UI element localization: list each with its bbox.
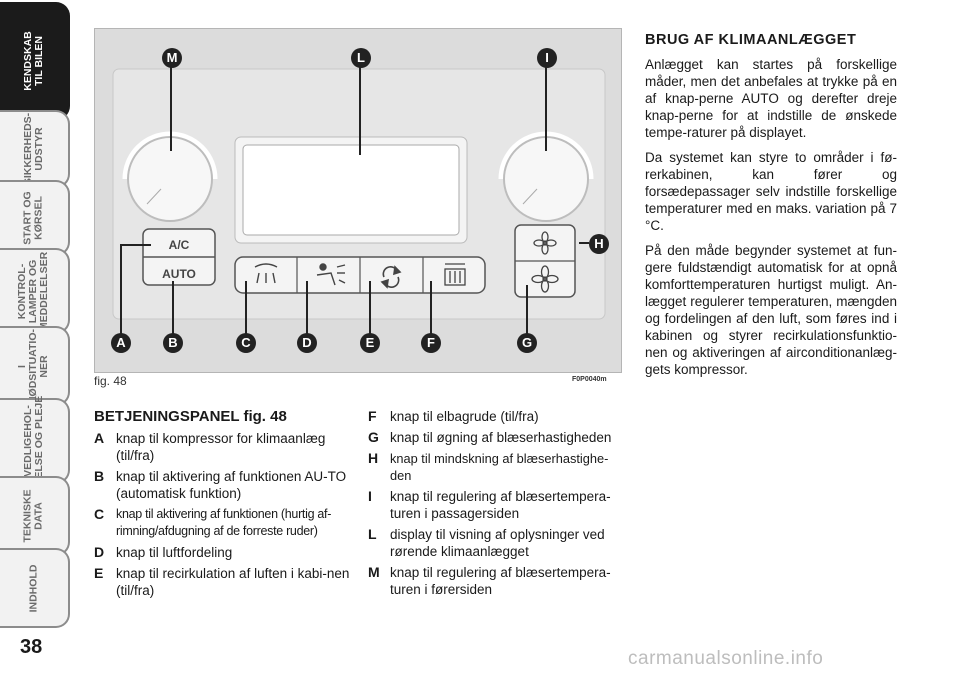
legend-text: knap til elbagrude (til/fra) xyxy=(390,409,539,424)
callout-g: G xyxy=(517,333,537,353)
tab-tekniske-data[interactable]: TEKNISKE DATA xyxy=(0,476,70,556)
fan-increase-icon[interactable] xyxy=(531,265,559,293)
legend-text: knap til regulering af blæsertempera-tur… xyxy=(390,565,611,597)
legend-key: L xyxy=(368,526,377,542)
legend-text: knap til recirkulation af luften i kabi-… xyxy=(116,566,350,598)
tab-noedsituationer[interactable]: I NØDSITUATIO- NER xyxy=(0,326,70,406)
tab-start-og-koersel[interactable]: START OG KØRSEL xyxy=(0,180,70,256)
callout-d: D xyxy=(297,333,317,353)
article: BRUG AF KLIMAANLÆGGET Anlægget kan start… xyxy=(645,32,897,386)
tab-label: SIKKERHEDS- UDSTYR xyxy=(22,112,45,186)
legend-key: D xyxy=(94,544,105,560)
legend-key: C xyxy=(94,506,105,522)
figure-code: F0P0040m xyxy=(572,376,607,383)
legend-key: A xyxy=(94,430,105,446)
article-paragraph: Da systemet kan styre to områder i fø-re… xyxy=(645,150,897,233)
tab-vedligeholdelse[interactable]: VEDLIGEHOL- DELSE OG PLEJE xyxy=(0,395,70,487)
article-title: BRUG AF KLIMAANLÆGGET xyxy=(645,32,857,48)
ac-button[interactable]: A/C xyxy=(169,238,190,252)
callout-l: L xyxy=(351,48,371,68)
callout-c: C xyxy=(236,333,256,353)
legend-key: I xyxy=(368,488,372,504)
callout-m: M xyxy=(162,48,182,68)
climate-panel-illustration: A/C AUTO xyxy=(112,67,606,335)
figure-caption: fig. 48 xyxy=(94,374,127,388)
tab-kendskab-til-bilen[interactable]: KENDSKAB TIL BILEN xyxy=(0,2,70,120)
legend-text: display til visning af oplysninger ved r… xyxy=(390,527,605,559)
tab-label: START OG KØRSEL xyxy=(21,191,45,245)
climate-panel-figure: A/C AUTO xyxy=(94,28,622,373)
watermark: carmanualsonline.info xyxy=(628,648,824,669)
legend-text: knap til regulering af blæsertempera-tur… xyxy=(390,489,611,521)
legend-key: E xyxy=(94,565,104,581)
callout-h: H xyxy=(589,234,609,254)
tab-label: INDHOLD xyxy=(27,564,40,612)
legend-text: knap til mindskning af blæserhastighe-de… xyxy=(390,451,609,483)
tab-label: VEDLIGEHOL- DELSE OG PLEJE xyxy=(22,395,46,487)
display-inner xyxy=(242,144,460,236)
tab-label: TEKNISKE DATA xyxy=(22,489,45,543)
callout-a: A xyxy=(111,333,131,353)
callout-i: I xyxy=(537,48,557,68)
rear-defrost-icon[interactable] xyxy=(444,263,466,286)
page-number: 38 xyxy=(20,636,43,658)
legend-key: G xyxy=(368,429,379,445)
legend-text: knap til luftfordeling xyxy=(116,545,233,560)
tab-kontrollamper[interactable]: KONTROL- LAMPER OG MEDDELELSER xyxy=(0,248,70,334)
knob-marker-left xyxy=(146,188,162,205)
callout-b: B xyxy=(163,333,183,353)
legend-text: knap til kompressor for klimaanlæg (til/… xyxy=(116,431,326,463)
legend-text: knap til aktivering af funktionen AU-TO … xyxy=(116,469,347,501)
legend-text: knap til aktivering af funktionen (hurti… xyxy=(116,507,332,538)
tab-label: I NØDSITUATIO- NER xyxy=(16,328,51,404)
legend-key: H xyxy=(368,450,379,466)
recirculation-icon[interactable] xyxy=(380,265,402,289)
legend-text: knap til øgning af blæserhastigheden xyxy=(390,430,612,445)
callout-e: E xyxy=(360,333,380,353)
tab-label: KONTROL- LAMPER OG MEDDELELSER xyxy=(16,251,51,331)
article-paragraph: På den måde begynder systemet at fun-ger… xyxy=(645,243,897,377)
knob-marker-right xyxy=(522,188,538,205)
legend-key: B xyxy=(94,468,105,484)
article-paragraph: Anlægget kan startes på forskellige måde… xyxy=(645,57,897,140)
legend-key: M xyxy=(368,564,380,580)
tab-label: KENDSKAB TIL BILEN xyxy=(21,31,45,91)
fan-decrease-icon[interactable] xyxy=(533,231,557,255)
callout-lines xyxy=(120,67,589,335)
front-defrost-icon[interactable] xyxy=(254,263,278,284)
panel-heading: BETJENINGSPANEL fig. 48 xyxy=(94,408,287,425)
tab-sikkerhedsudstyr[interactable]: SIKKERHEDS- UDSTYR xyxy=(0,110,70,188)
callout-f: F xyxy=(421,333,441,353)
legend-key: F xyxy=(368,408,377,424)
auto-button[interactable]: AUTO xyxy=(162,267,196,281)
air-distribution-icon[interactable] xyxy=(316,263,346,286)
tab-indhold[interactable]: INDHOLD xyxy=(0,548,70,628)
